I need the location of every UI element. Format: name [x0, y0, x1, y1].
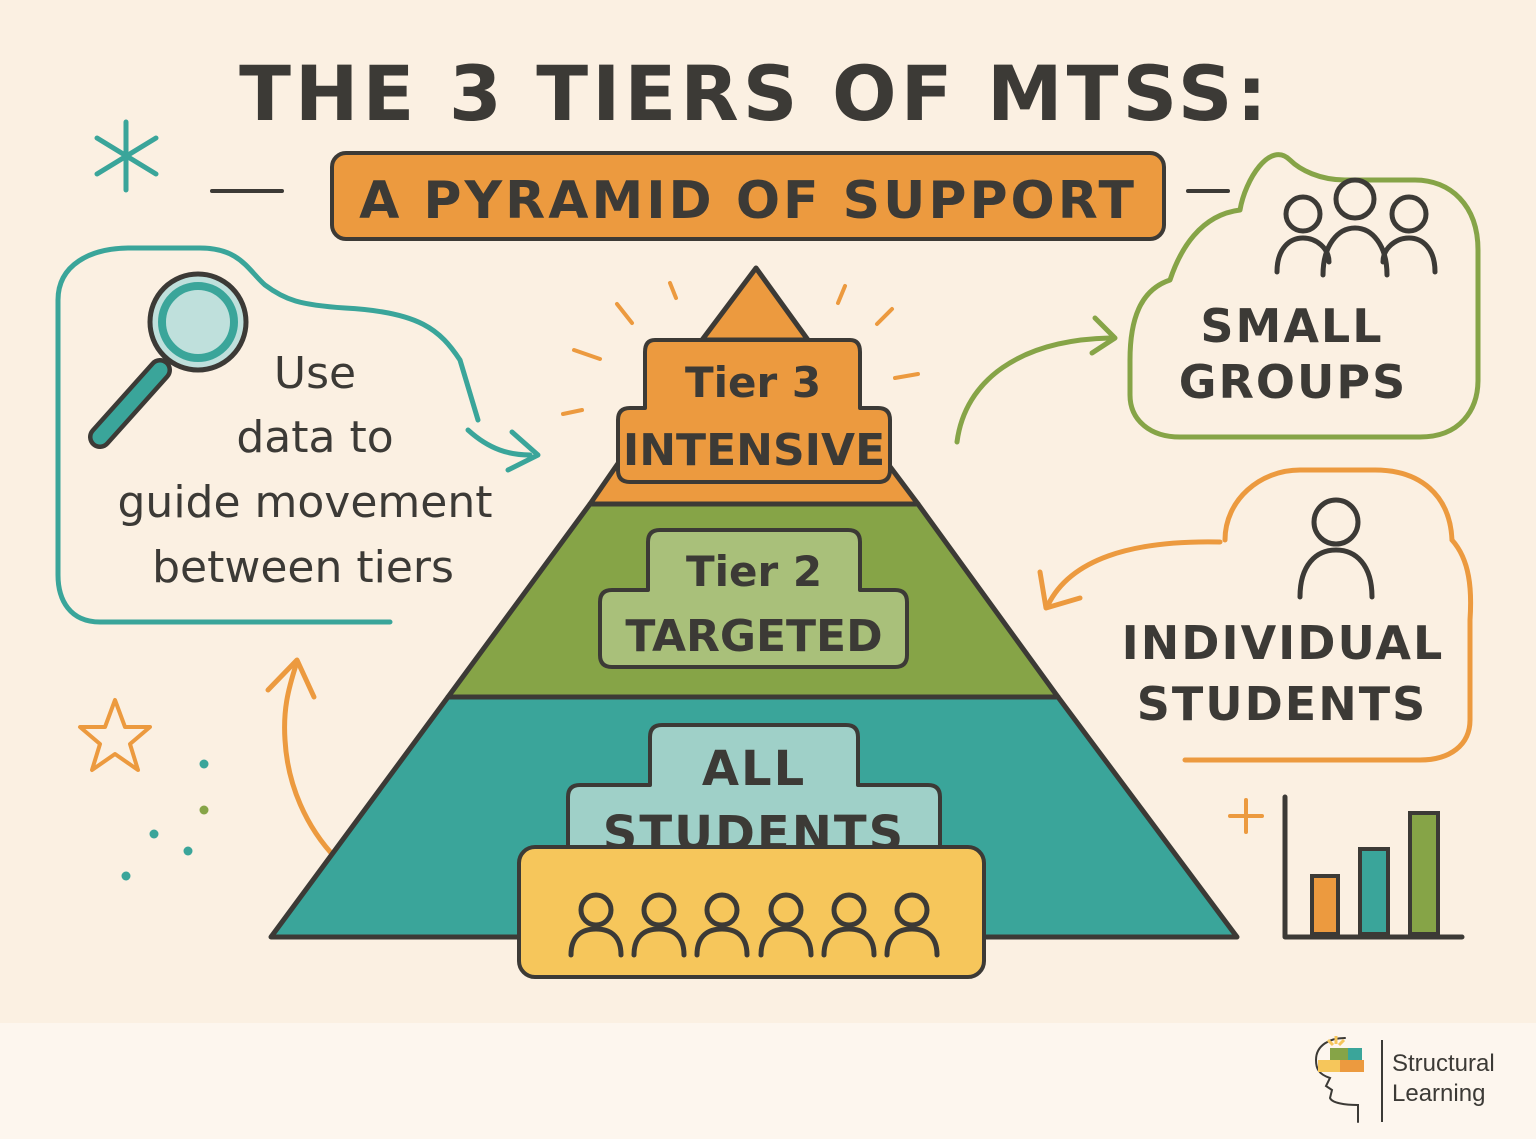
- sparkle-lines: [561, 281, 920, 416]
- group-people-icon: [1274, 177, 1438, 278]
- bar-chart-icon: [1282, 794, 1465, 940]
- tier3-subtitle: INTENSIVE: [623, 425, 885, 476]
- student-person-icon: [821, 892, 877, 958]
- brand-logo: Structural Learning: [1314, 1036, 1495, 1123]
- data-note-line-4: between tiers: [152, 542, 454, 593]
- subtitle-banner: A PYRAMID OF SUPPORT: [210, 151, 1230, 241]
- subtitle: A PYRAMID OF SUPPORT: [359, 171, 1137, 231]
- data-note-text: Use data to guide movement between tiers: [118, 348, 493, 593]
- data-note-line-3: guide movement: [118, 477, 493, 528]
- tier1-label: ALL STUDENTS: [566, 723, 942, 869]
- individual-students-line-1: INDIVIDUAL: [1122, 616, 1445, 670]
- student-person-icon: [694, 892, 750, 958]
- brand-line-2: Learning: [1392, 1080, 1485, 1107]
- tier2-label: Tier 2 TARGETED: [598, 528, 909, 669]
- pyramid-apex: [699, 265, 811, 343]
- star-icon: [78, 698, 152, 772]
- footer-band: [0, 1023, 1536, 1139]
- small-groups-arrow: [954, 315, 1118, 445]
- data-note-line-1: Use: [274, 348, 356, 399]
- data-note-cloud: [55, 245, 541, 625]
- individual-students-line-2: STUDENTS: [1137, 677, 1427, 731]
- tier2-title: Tier 2: [686, 547, 822, 596]
- small-groups-line-1: SMALL: [1200, 299, 1383, 353]
- plus-icon: [1228, 798, 1264, 834]
- brand-line-1: Structural: [1392, 1050, 1495, 1077]
- student-group-box: [517, 845, 986, 979]
- student-person-icon: [631, 892, 687, 958]
- people-row-icons: [568, 892, 940, 958]
- tier1-title: ALL: [702, 741, 806, 797]
- tier3-label: Tier 3 INTENSIVE: [616, 338, 892, 484]
- student-person-icon: [884, 892, 940, 958]
- student-person-icon: [758, 892, 814, 958]
- person-icon: [1297, 497, 1375, 600]
- small-groups-cloud: [1127, 152, 1481, 440]
- individual-arrow: [1037, 539, 1223, 611]
- tier3-title: Tier 3: [685, 358, 821, 407]
- small-groups-line-2: GROUPS: [1179, 355, 1407, 409]
- page-title: THE 3 TIERS OF MTSS:: [239, 49, 1271, 138]
- magnifying-glass-icon: [88, 271, 249, 449]
- decorative-dots: [121, 759, 209, 881]
- student-person-icon: [568, 892, 624, 958]
- tier2-subtitle: TARGETED: [625, 611, 882, 662]
- data-note-line-2: data to: [236, 412, 393, 463]
- individual-students-cloud: [1182, 467, 1474, 763]
- asterisk-icon: [94, 119, 159, 193]
